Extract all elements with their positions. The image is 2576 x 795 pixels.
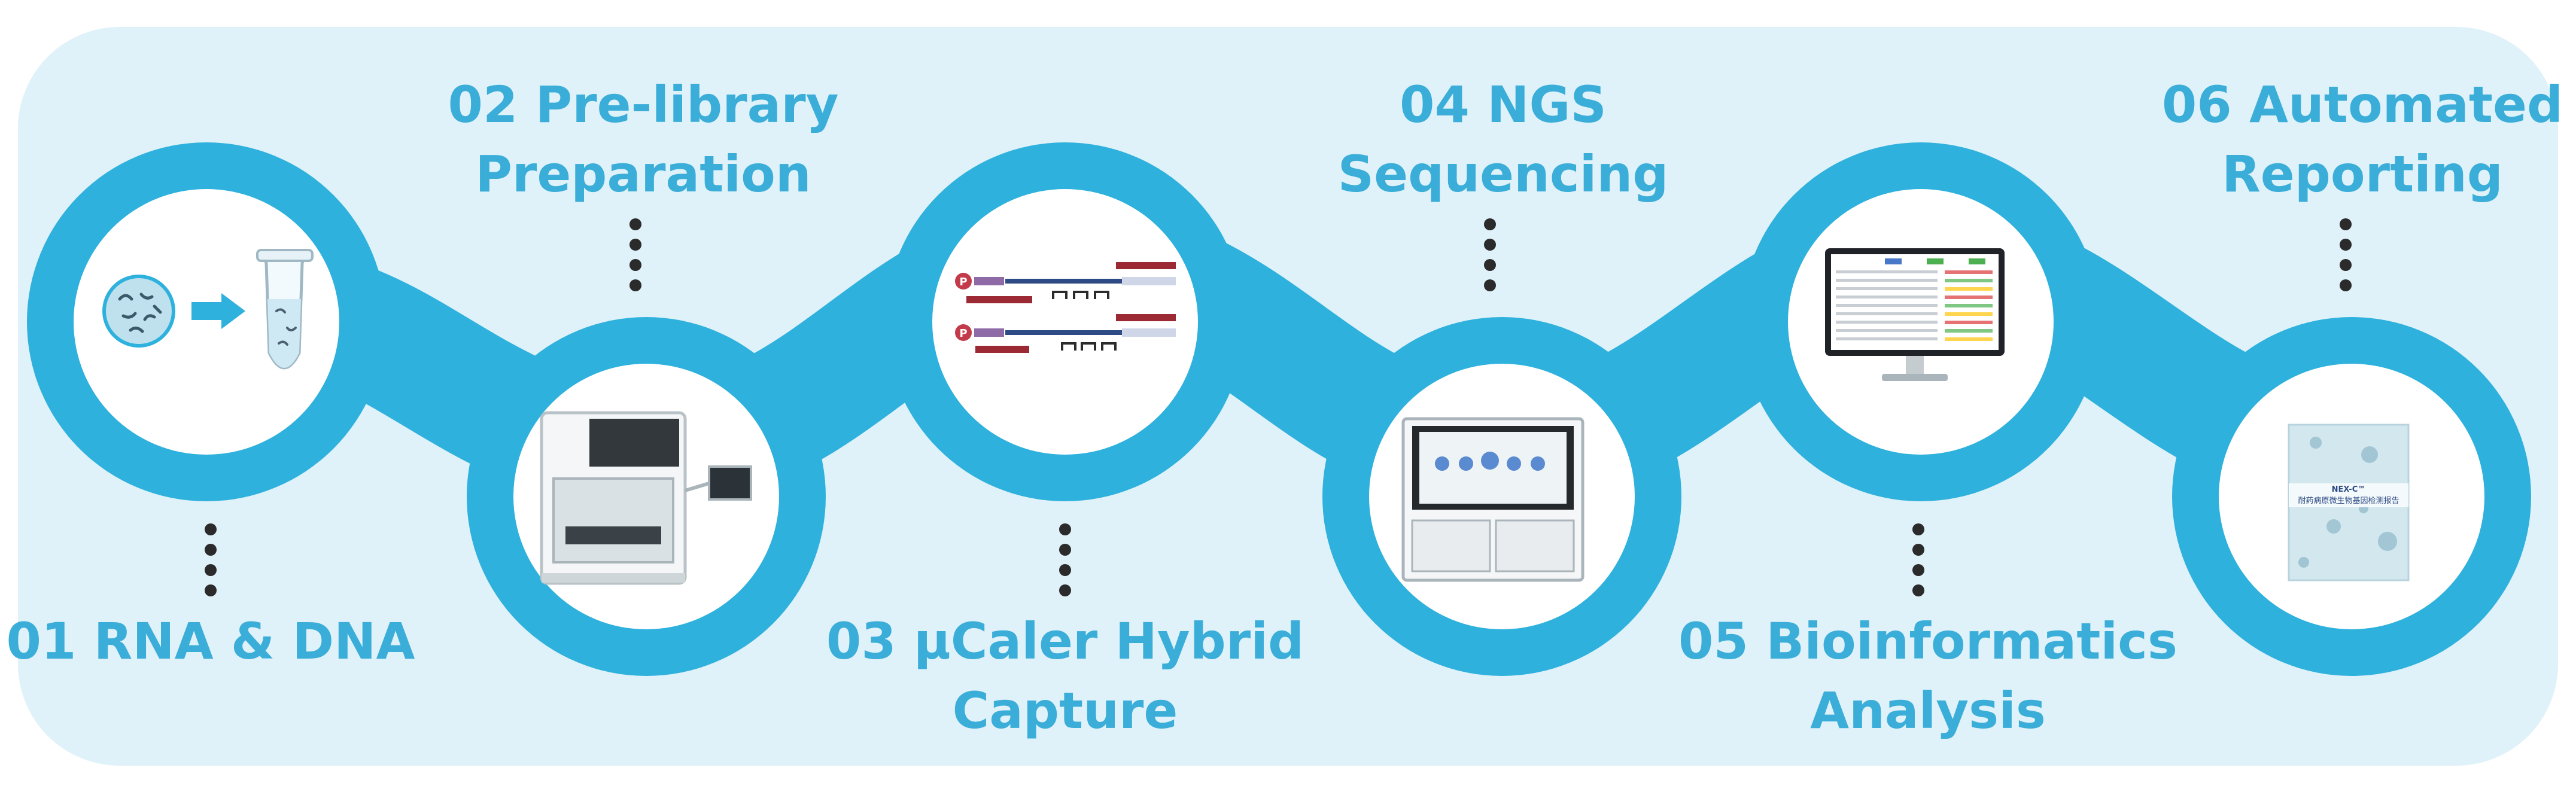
leader-dot-02-2 [629,239,641,251]
step-label-03-line-1: 03 µCaler Hybrid [826,612,1304,671]
sequencer-icon [1401,417,1584,582]
step-label-02-line-1: 02 Pre-library [448,75,839,134]
leader-dot-01-2 [205,544,217,556]
library-prep-instrument-icon [540,411,752,585]
monitor-row-1 [1836,270,1938,273]
monitor-row-flag-8 [1945,329,1993,333]
step-label-01-line-1: 01 RNA & DNA [6,612,415,671]
leader-dot-05-2 [1912,544,1924,556]
leader-dot-04-3 [1484,259,1496,271]
monitor-row-flag-5 [1945,304,1993,307]
monitor-row-3 [1836,287,1938,290]
monitor-row-flag-9 [1945,337,1993,341]
step-label-02: 02 Pre-library Preparation [448,71,839,209]
report-title: 耐药病原微生物基因检测报告 [2298,497,2399,505]
leader-dot-03-4 [1059,584,1071,596]
monitor-row-7 [1836,321,1938,324]
ring-inner-03 [932,189,1198,455]
leader-dot-06-3 [2340,259,2352,271]
leader-dot-04-2 [1484,239,1496,251]
leader-dot-03-2 [1059,544,1071,556]
leader-dot-06-1 [2340,218,2352,230]
monitor-row-9 [1836,337,1938,340]
rna-dna-extraction-icon [102,249,314,370]
analysis-monitor-icon [1825,248,2005,381]
step-label-03: 03 µCaler Hybrid Capture [826,607,1304,746]
step-label-06-line-1: 06 Automated [2161,75,2563,134]
step-label-06-line-2: Reporting [2222,144,2503,203]
report-document-icon: NEX-C™ 耐药病原微生物基因检测报告 [2288,424,2410,581]
step-label-02-line-2: Preparation [475,144,811,203]
leader-dot-02-3 [629,259,641,271]
leader-dot-01-4 [205,584,217,596]
step-label-05-line-2: Analysis [1810,681,2046,740]
step-label-04-line-1: 04 NGS [1400,75,1607,134]
monitor-row-flag-6 [1945,312,1993,316]
probe-p-mark-2: P [959,327,967,340]
step-label-04: 04 NGS Sequencing [1338,71,1669,209]
step-label-04-line-2: Sequencing [1337,144,1669,203]
monitor-row-8 [1836,329,1938,332]
leader-dots [205,218,2352,596]
monitor-row-flag-7 [1945,321,1993,324]
monitor-row-5 [1836,304,1938,307]
monitor-row-flag-4 [1945,296,1993,299]
leader-dot-04-4 [1484,279,1496,291]
monitor-row-2 [1836,279,1938,282]
leader-dot-05-4 [1912,584,1924,596]
leader-dot-06-2 [2340,239,2352,251]
monitor-row-flag-1 [1945,270,1993,274]
monitor-row-4 [1836,296,1938,298]
leader-dot-02-1 [629,218,641,230]
leader-dot-05-3 [1912,564,1924,576]
step-label-03-line-2: Capture [952,681,1178,740]
probe-p-mark: P [959,276,967,288]
monitor-row-flag-2 [1945,279,1993,282]
leader-dot-01-3 [205,564,217,576]
hybrid-capture-probes-icon: P P [955,262,1176,353]
leader-dot-03-3 [1059,564,1071,576]
leader-dot-06-4 [2340,279,2352,291]
monitor-row-flag-3 [1945,287,1993,291]
leader-dot-02-4 [629,279,641,291]
leader-dot-05-1 [1912,523,1924,535]
monitor-row-6 [1836,312,1938,315]
step-label-05-line-1: 05 Bioinformatics [1678,612,2177,671]
leader-dot-04-1 [1484,218,1496,230]
step-label-06: 06 Automated Reporting [2162,71,2563,209]
leader-dot-03-1 [1059,523,1071,535]
step-label-05: 05 Bioinformatics Analysis [1678,607,2177,746]
step-label-01: 01 RNA & DNA [7,607,415,677]
report-brand: NEX-C™ [2332,485,2366,494]
leader-dot-01-1 [205,523,217,535]
